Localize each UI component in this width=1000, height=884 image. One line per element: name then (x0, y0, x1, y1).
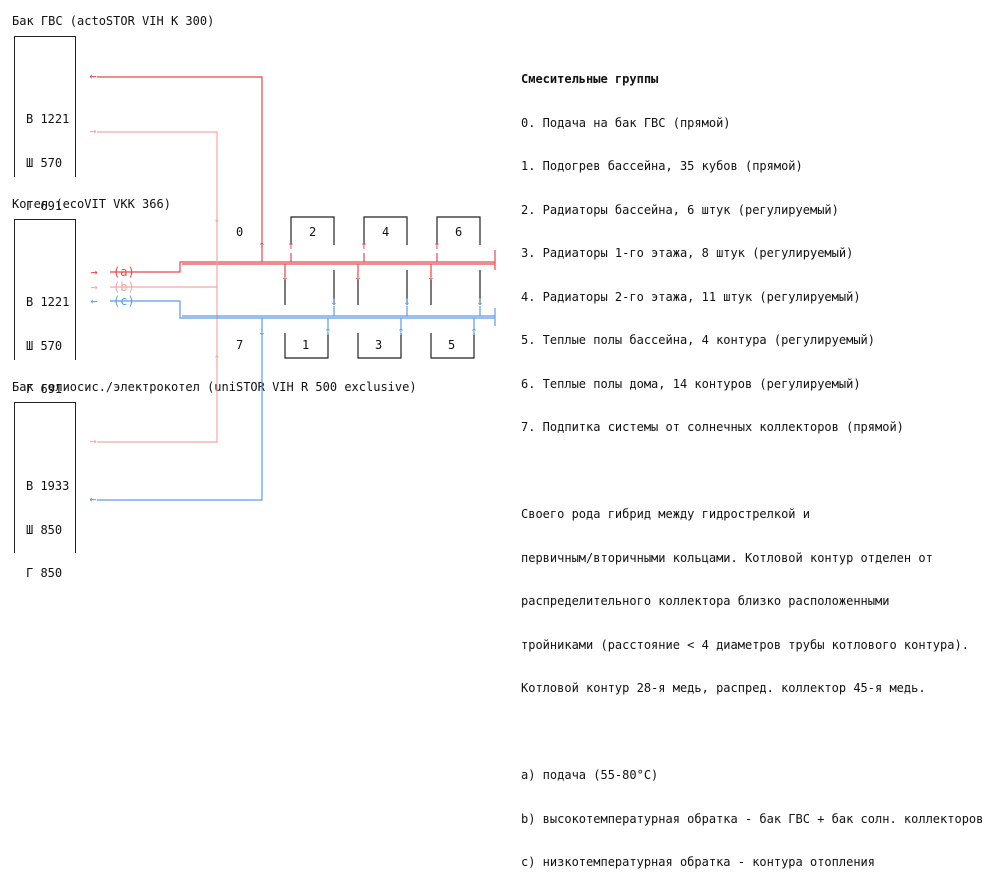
arrow-down-icon: ↓ (427, 269, 434, 283)
flow-legend-item: c) низкотемпературная обратка - контура … (521, 855, 876, 869)
dimension-height: В 1221 (26, 295, 70, 309)
group-number-4: 4 (382, 225, 389, 239)
description-line: первичным/вторичными кольцами. Котловой … (521, 550, 933, 565)
boiler (14, 219, 76, 360)
legend-item: 4. Радиаторы 2-го этажа, 11 штук (регули… (521, 289, 861, 304)
legend-item: 0. Подача на бак ГВС (прямой) (521, 115, 731, 130)
arrow-down-icon: ↓ (330, 294, 337, 308)
arrow-up-icon: ↑ (360, 238, 367, 252)
boiler-dimensions: В 1221 Ш 570 Г 691 (26, 266, 69, 411)
description-line: тройниками (расстояние < 4 диаметров тру… (521, 637, 969, 652)
dimension-width: Ш 570 (26, 338, 63, 353)
group-number-0: 0 (236, 225, 243, 239)
port-label-high-return: (b) (113, 280, 135, 294)
arrow-left-icon: ← (90, 294, 97, 308)
dhw-tank-dimensions: В 1221 Ш 570 Г 691 (26, 83, 69, 228)
description-line: распределительного коллектора близко рас… (521, 594, 890, 608)
arrow-right-icon: → (90, 280, 97, 294)
group-number-5: 5 (448, 338, 455, 352)
arrow-left-icon: ← (89, 492, 96, 506)
legend-heading: Смесительные группы (521, 72, 659, 86)
arrow-down-icon: ↓ (281, 269, 288, 283)
group-outlines (284, 216, 481, 359)
arrow-down-icon: ↓ (476, 294, 483, 308)
arrow-up-icon: ↑ (213, 351, 220, 365)
legend: Смесительные группы 0. Подача на бак ГВС… (521, 43, 983, 884)
legend-item: 6. Теплые полы дома, 14 контуров (регули… (521, 376, 861, 391)
arrow-down-icon: ↓ (403, 294, 410, 308)
arrow-right-icon: → (90, 265, 97, 279)
arrow-down-icon: ↓ (213, 211, 220, 225)
arrow-up-icon: ↑ (433, 238, 440, 252)
group-number-7: 7 (236, 338, 243, 352)
dhw-tank (14, 36, 76, 177)
boiler-title: Котел (ecoVIT VKK 366) (12, 197, 171, 211)
arrow-right-icon: → (89, 124, 96, 138)
piping-diagram: ← → ↓ ↑ ↑ ↑ ↑ ↓ ↓ ↓ ↓ ↓ ↓ ↓ ↑ ↑ ↑ ↑ → ← … (89, 69, 496, 506)
solar-tank (14, 402, 76, 553)
high-temp-return-line (97, 131, 218, 443)
description-line: Котловой контур 28-я медь, распред. колл… (521, 681, 926, 695)
low-temp-return-line (97, 300, 496, 501)
group-number-3: 3 (375, 338, 382, 352)
dhw-tank-title: Бак ГВС (actoSTOR VIH K 300) (12, 14, 215, 28)
description-line: Своего рода гибрид между гидрострелкой и (521, 507, 810, 521)
port-label-low-return: (c) (113, 294, 135, 308)
dimension-width: Ш 850 (26, 522, 63, 537)
arrow-down-icon: ↓ (258, 324, 265, 338)
group-number-1: 1 (302, 338, 309, 352)
legend-item: 7. Подпитка системы от солнечных коллект… (521, 420, 904, 434)
group-number-6: 6 (455, 225, 462, 239)
arrow-right-icon: → (89, 434, 96, 448)
port-label-supply: (a) (113, 265, 135, 279)
flow-legend-item: b) высокотемпературная обратка - бак ГВС… (521, 811, 984, 826)
legend-item: 2. Радиаторы бассейна, 6 штук (регулируе… (521, 202, 839, 217)
arrow-up-icon: ↑ (258, 238, 265, 252)
legend-item: 1. Подогрев бассейна, 35 кубов (прямой) (521, 159, 803, 173)
dimension-height: В 1221 (26, 112, 70, 126)
arrow-up-icon: ↑ (287, 238, 294, 252)
flow-legend-item: a) подача (55-80°C) (521, 768, 659, 782)
dimension-depth: Г 691 (26, 382, 63, 396)
arrow-left-icon: ← (89, 69, 96, 83)
legend-item: 3. Радиаторы 1-го этажа, 8 штук (регулир… (521, 246, 854, 260)
dimension-depth: Г 850 (26, 566, 63, 580)
dimension-height: В 1933 (26, 479, 70, 493)
arrow-up-icon: ↑ (397, 324, 404, 338)
solar-tank-title: Бак гелиосис./электрокотел (uniSTOR VIH … (12, 380, 417, 394)
group-number-2: 2 (309, 225, 316, 239)
arrow-down-icon: ↓ (354, 269, 361, 283)
arrow-up-icon: ↑ (324, 324, 331, 338)
supply-line (97, 76, 496, 277)
legend-item: 5. Теплые полы бассейна, 4 контура (регу… (521, 333, 876, 347)
dimension-width: Ш 570 (26, 155, 63, 170)
arrow-up-icon: ↑ (470, 324, 477, 338)
dimension-depth: Г 691 (26, 199, 63, 213)
